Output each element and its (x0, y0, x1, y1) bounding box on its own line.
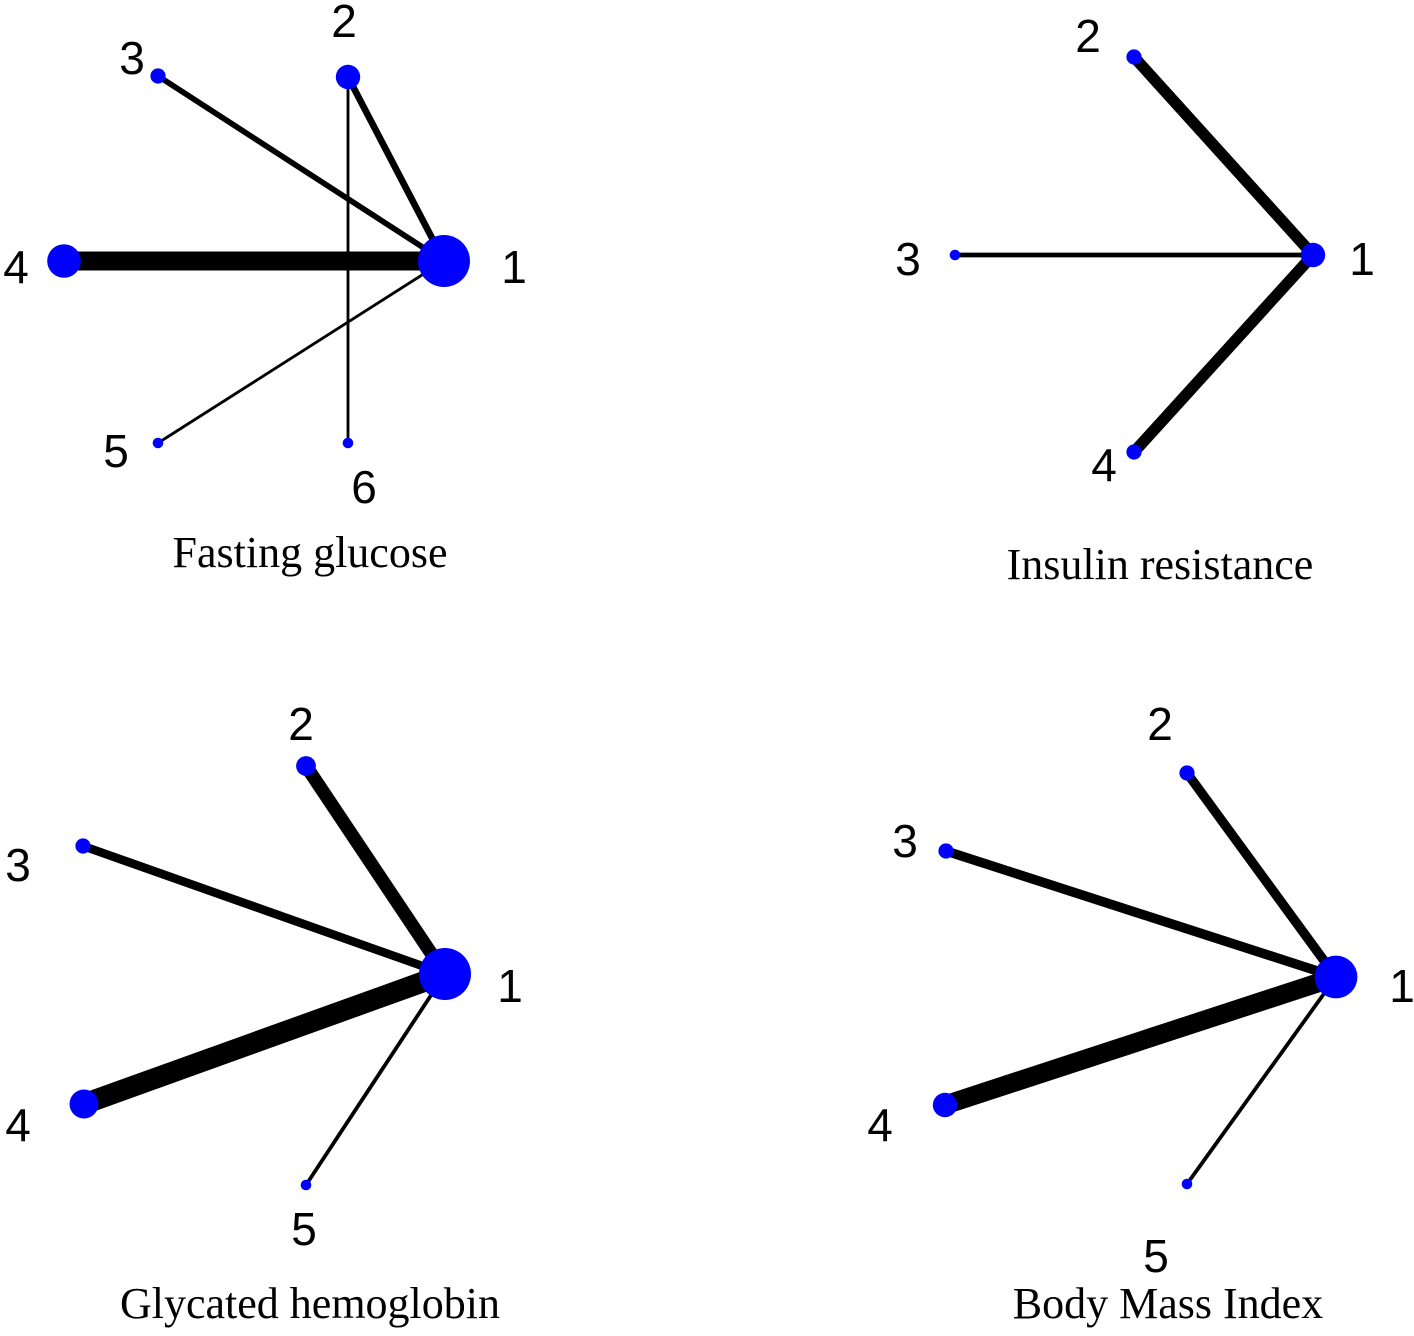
node-5 (152, 437, 164, 449)
insulin-resistance-network: 1 2 3 4 (895, 10, 1375, 491)
node-label-5: 5 (1143, 1230, 1169, 1282)
edge-3-1 (81, 841, 447, 979)
node-label-4: 4 (3, 241, 29, 293)
node-label-1: 1 (1349, 233, 1375, 285)
insulin-resistance-title: Insulin resistance (1007, 540, 1314, 589)
node-4 (1126, 444, 1142, 460)
node-label-5: 5 (291, 1203, 317, 1255)
edge-5-1 (157, 259, 445, 445)
node-1 (1300, 242, 1326, 268)
edge-2-1 (300, 762, 451, 978)
node-label-1: 1 (501, 241, 527, 293)
node-label-2: 2 (331, 0, 357, 47)
node-label-4: 4 (867, 1099, 893, 1151)
node-label-3: 3 (119, 32, 145, 84)
node-3 (150, 68, 166, 84)
node-4 (47, 244, 81, 278)
glycated-hemoglobin-network: 1 2 3 4 5 (5, 698, 523, 1255)
edge-5-1 (1185, 975, 1338, 1186)
edge-2-1 (1183, 770, 1340, 980)
node-2 (1179, 765, 1195, 781)
edge-4-1 (80, 964, 449, 1114)
node-1 (418, 235, 470, 287)
node-label-4: 4 (5, 1099, 31, 1151)
edge-3-1 (156, 73, 446, 264)
node-label-6: 6 (351, 461, 377, 513)
node-5 (300, 1179, 312, 1191)
edge-4-1 (942, 967, 1339, 1115)
node-3 (938, 843, 954, 859)
node-6 (342, 437, 354, 449)
node-label-1: 1 (1389, 960, 1414, 1012)
node-4 (69, 1089, 99, 1119)
node-label-2: 2 (288, 698, 314, 750)
node-1 (1314, 955, 1358, 999)
edge-3-1 (944, 846, 1338, 982)
node-label-3: 3 (895, 233, 921, 285)
node-label-3: 3 (892, 815, 918, 867)
node-5 (1181, 1178, 1193, 1190)
node-3 (949, 249, 961, 261)
edge-4-1 (1129, 251, 1318, 456)
node-label-5: 5 (103, 425, 129, 477)
node-2 (296, 756, 316, 776)
node-label-2: 2 (1147, 698, 1173, 750)
node-label-3: 3 (5, 839, 31, 891)
node-3 (75, 838, 91, 854)
fasting-glucose-title: Fasting glucose (173, 528, 448, 577)
node-2 (335, 64, 361, 90)
body-mass-index-network: 1 2 3 4 5 (867, 698, 1414, 1282)
edge-2-1 (345, 75, 447, 263)
fasting-glucose-network: 1 2 3 4 5 6 (3, 0, 527, 513)
node-2 (1126, 49, 1142, 65)
node-4 (932, 1092, 958, 1118)
node-label-4: 4 (1091, 439, 1117, 491)
node-label-1: 1 (497, 960, 523, 1012)
node-label-2: 2 (1075, 10, 1101, 62)
body-mass-index-title: Body Mass Index (1013, 1279, 1323, 1328)
edge-2-1 (1129, 53, 1318, 259)
edge-5-1 (304, 972, 447, 1187)
glycated-hemoglobin-title: Glycated hemoglobin (120, 1279, 500, 1328)
node-1 (419, 948, 471, 1000)
